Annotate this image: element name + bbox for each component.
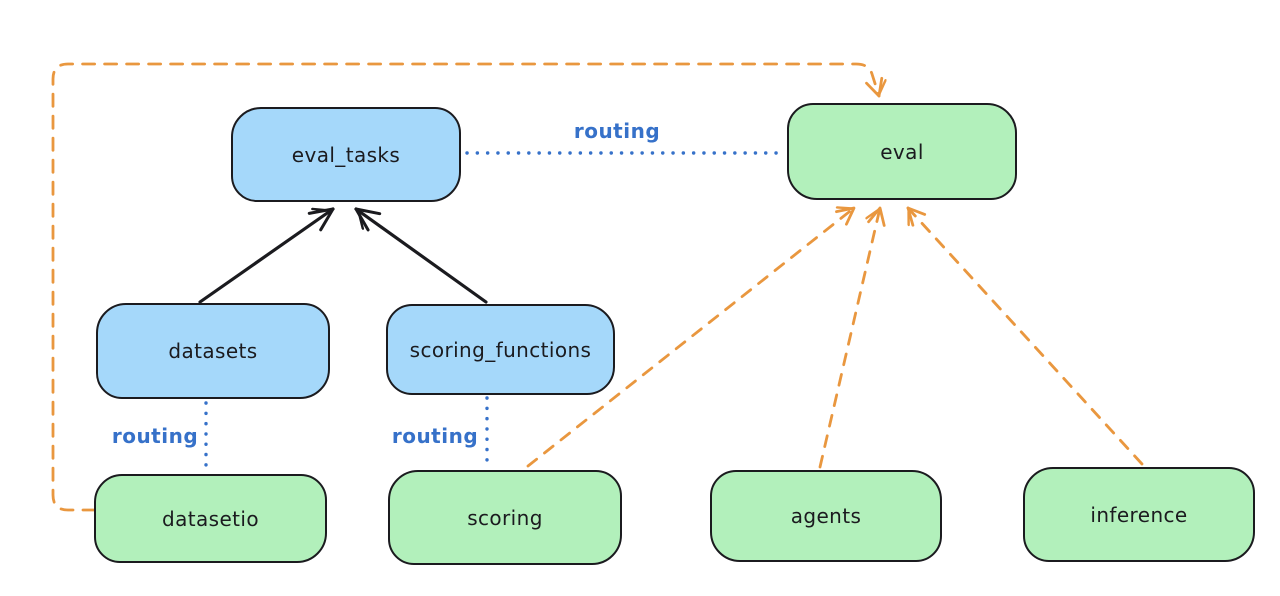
- node-agents: agents: [710, 470, 942, 562]
- node-agents-label: agents: [790, 504, 862, 528]
- node-eval-tasks-label: eval_tasks: [291, 142, 401, 167]
- node-eval-label: eval: [880, 139, 924, 164]
- edge-agents-to-eval: [818, 206, 880, 469]
- node-datasets-label: datasets: [168, 339, 258, 363]
- edge-inference-to-eval: [906, 206, 1144, 466]
- node-datasetio-label: datasetio: [161, 506, 259, 531]
- node-inference-label: inference: [1090, 502, 1188, 527]
- routing-label-scoring-functions-scoring: routing: [391, 424, 479, 448]
- edge-scoring-functions-to-eval-tasks: [354, 207, 488, 304]
- node-datasets: datasets: [96, 303, 330, 399]
- node-datasetio: datasetio: [94, 474, 327, 563]
- edge-datasets-to-eval-tasks: [198, 207, 335, 304]
- edge-scoring-to-eval: [526, 208, 856, 468]
- node-scoring-functions-label: scoring_functions: [409, 337, 592, 362]
- node-inference: inference: [1023, 467, 1255, 562]
- node-eval-tasks: eval_tasks: [231, 107, 461, 202]
- node-eval: eval: [787, 103, 1017, 200]
- node-scoring: scoring: [388, 470, 622, 565]
- routing-label-datasets-datasetio: routing: [111, 424, 199, 448]
- node-scoring-functions: scoring_functions: [386, 304, 615, 395]
- node-scoring-label: scoring: [467, 505, 543, 530]
- routing-label-eval-tasks-eval: routing: [573, 119, 661, 143]
